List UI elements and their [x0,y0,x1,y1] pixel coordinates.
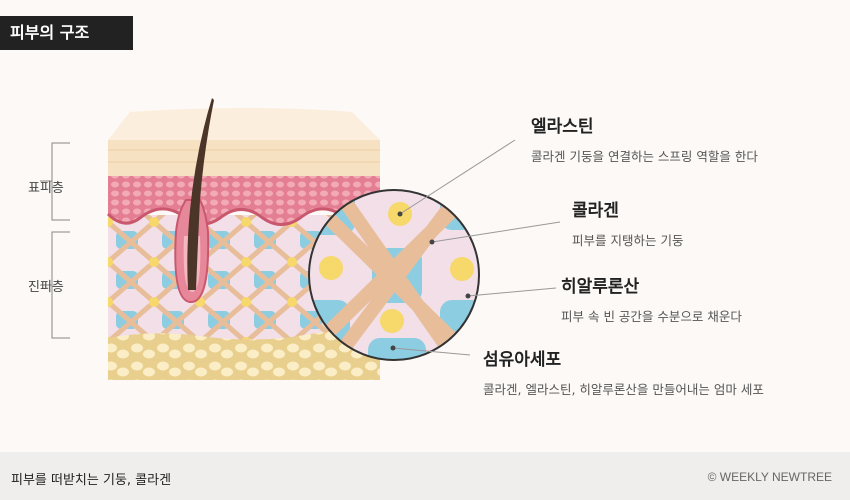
callout-desc: 피부를 지탱하는 기둥 [572,233,684,248]
footer-caption: 피부를 떠받치는 기둥, 콜라겐 [11,473,172,488]
footer-bar: 피부를 떠받치는 기둥, 콜라겐 © WEEKLY NEWTREE [0,452,850,500]
callout-title: 콜라겐 [572,201,619,221]
epidermis-label: 표피층 [28,181,64,196]
leader-dots [390,211,471,351]
leader-lines [392,139,561,356]
page-title: 피부의 구조 [0,16,133,50]
callout-desc: 콜라겐, 엘라스틴, 히알루론산을 만들어내는 엄마 세포 [483,382,764,397]
dermis-bracket [40,231,70,339]
callout-title: 엘라스틴 [531,117,594,137]
callout-desc: 피부 속 빈 공간을 수분으로 채운다 [561,309,742,324]
callout-collagen: 콜라겐 피부를 지탱하는 기둥 [572,196,683,249]
callout-fibroblast: 섬유아세포 콜라겐, 엘라스틴, 히알루론산을 만들어내는 엄마 세포 [483,345,764,398]
callout-elastin: 엘라스틴 콜라겐 기둥을 연결하는 스프링 역할을 한다 [531,112,758,165]
callout-desc: 콜라겐 기둥을 연결하는 스프링 역할을 한다 [531,149,758,164]
epidermis-bracket [40,142,70,221]
callout-hyaluronic: 히알루론산 피부 속 빈 공간을 수분으로 채운다 [561,272,742,325]
callout-title: 히알루론산 [561,277,640,297]
copyright-credit: © WEEKLY NEWTREE [707,470,832,484]
skin-diagram [40,98,561,380]
dermis-label: 진피층 [28,280,64,295]
callout-title: 섬유아세포 [483,350,562,370]
